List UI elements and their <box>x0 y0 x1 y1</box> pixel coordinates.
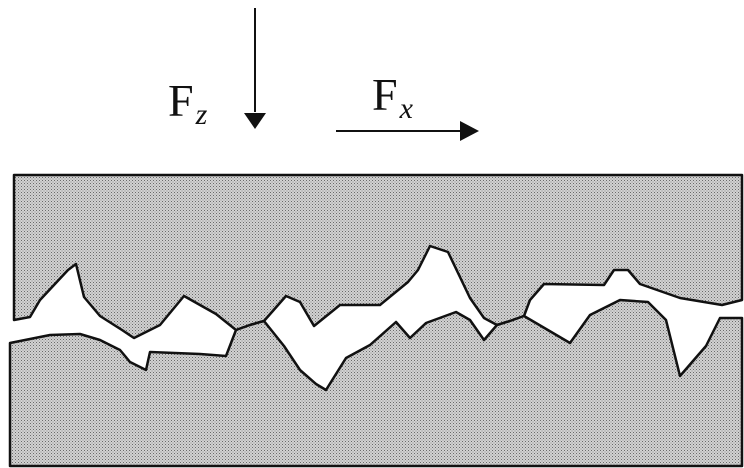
tangential-force-label: Fx <box>372 69 414 125</box>
tangential-force-subscript: x <box>399 92 414 125</box>
normal-force-arrow <box>244 8 266 129</box>
lower-solid-body <box>8 298 744 468</box>
normal-force-label: Fz <box>168 75 208 131</box>
tangential-force-arrow <box>336 121 479 141</box>
upper-solid-body <box>12 173 744 340</box>
normal-force-symbol: F <box>168 75 194 126</box>
tangential-force-symbol: F <box>372 69 398 120</box>
normal-force-subscript: z <box>195 98 208 131</box>
